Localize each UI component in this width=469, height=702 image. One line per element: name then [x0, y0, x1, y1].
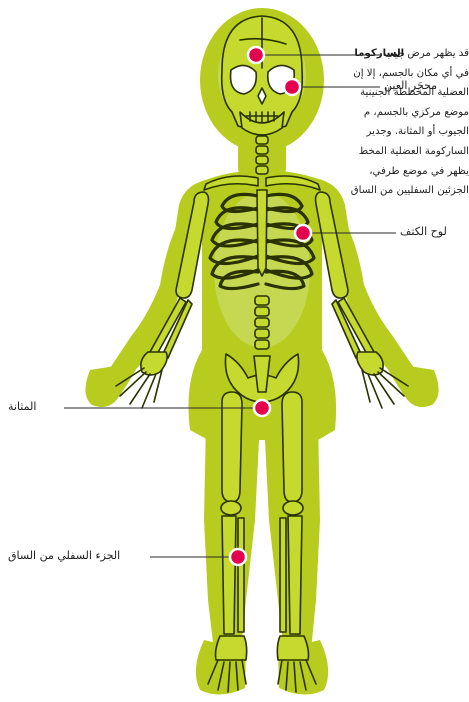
knee-left: [221, 501, 241, 515]
knee-right: [283, 501, 303, 515]
fibula-left: [238, 518, 244, 632]
sinus-marker: [248, 47, 264, 63]
label-bladder: المثانة: [8, 400, 36, 413]
label-sinus: جيب: [384, 47, 405, 60]
shoulder-blade-marker: [295, 225, 311, 241]
eye-socket-left: [231, 65, 257, 94]
label-shoulder-blade: لوح الكتف: [400, 225, 447, 238]
bladder-marker: [254, 400, 270, 416]
tibia-right: [288, 516, 302, 634]
teeth: [246, 112, 278, 122]
lower-leg-marker: [230, 549, 246, 565]
fibula-right: [280, 518, 286, 632]
eye-socket-marker: [284, 79, 300, 95]
tibia-left: [222, 516, 236, 634]
sternum: [257, 190, 267, 276]
label-lower-leg: الجزء السفلي من الساق: [8, 549, 120, 562]
femur-right: [282, 392, 302, 502]
label-eye-socket: محجَر العين: [384, 79, 437, 92]
